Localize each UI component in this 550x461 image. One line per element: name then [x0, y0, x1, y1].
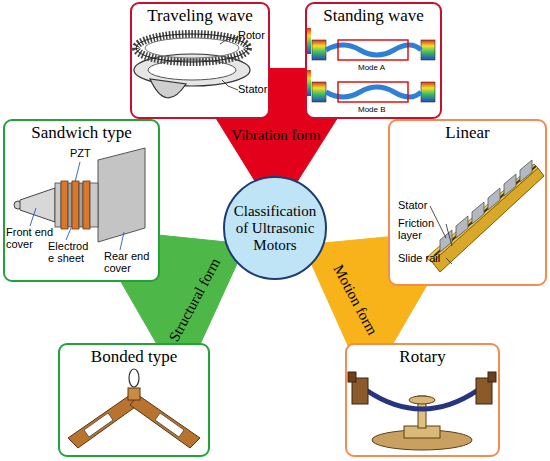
part-label: Rear end cover: [104, 251, 158, 274]
box-title: Rotary: [347, 347, 498, 367]
box-title: Standing wave: [307, 6, 440, 26]
part-label: Stator: [398, 200, 427, 212]
box-title: Bonded type: [60, 347, 208, 367]
part-label: Stator: [238, 84, 267, 96]
category-box: Rotary: [345, 343, 500, 457]
box-title: Traveling wave: [132, 6, 268, 26]
part-label: Mode B: [358, 106, 386, 114]
part-label: Rotor: [238, 30, 265, 42]
part-label: PZT: [70, 148, 91, 160]
circle-label: Classification of Ultrasonic Motors: [229, 203, 321, 254]
part-label: Mode A: [358, 64, 385, 72]
triangle-label: Vibration form: [231, 127, 321, 144]
box-title: Sandwich type: [5, 123, 158, 143]
part-label: Friction layer: [398, 218, 446, 241]
part-label: Electrod e sheet: [48, 241, 94, 264]
center-circle: Classification of Ultrasonic Motors: [223, 176, 327, 280]
circle-text-wrap: Classification of Ultrasonic Motors: [229, 203, 321, 254]
category-box: Standing wave: [305, 2, 442, 119]
part-label: Slide rail: [398, 253, 440, 265]
box-title: Linear: [390, 123, 545, 143]
category-box: Traveling wave: [130, 2, 270, 119]
category-box: Bonded type: [58, 343, 210, 457]
